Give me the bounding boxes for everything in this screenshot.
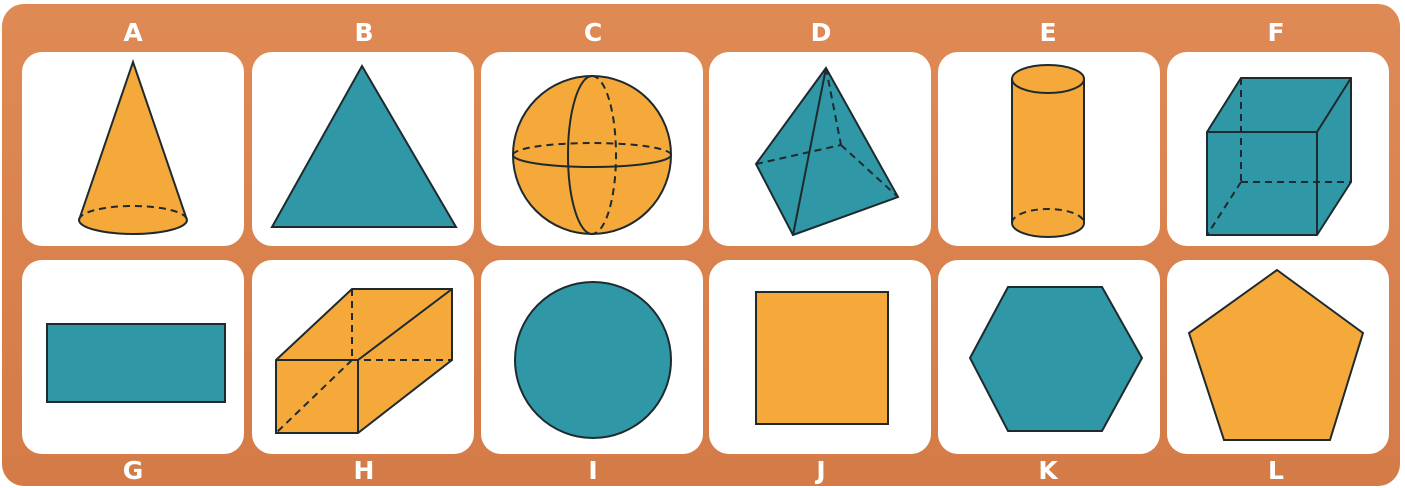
card-i [481, 260, 703, 454]
rectangular-prism-shape [252, 260, 474, 454]
label-i: I [563, 456, 623, 486]
card-d [709, 52, 931, 246]
label-j: J [791, 456, 851, 486]
shape-board: A B C D E F G H I J K L [2, 4, 1400, 486]
label-a: A [103, 18, 163, 48]
label-f: F [1246, 18, 1306, 48]
label-b: B [334, 18, 394, 48]
label-k: K [1018, 456, 1078, 486]
label-h: H [334, 456, 394, 486]
label-c: C [563, 18, 623, 48]
cone-shape [22, 52, 244, 246]
pyramid-shape [709, 52, 931, 246]
triangle-shape [252, 52, 474, 246]
cylinder-shape [938, 52, 1160, 246]
hexagon-shape [938, 260, 1160, 454]
card-h [252, 260, 474, 454]
label-l: L [1246, 456, 1306, 486]
square-shape [709, 260, 931, 454]
pentagon-shape [1167, 260, 1389, 454]
card-j [709, 260, 931, 454]
cube-shape [1167, 52, 1389, 246]
sphere-shape [481, 52, 703, 246]
card-a [22, 52, 244, 246]
card-g [22, 260, 244, 454]
label-g: G [103, 456, 163, 486]
card-c [481, 52, 703, 246]
label-e: E [1018, 18, 1078, 48]
circle-shape [481, 260, 703, 454]
label-d: D [791, 18, 851, 48]
rectangle-shape [22, 260, 244, 454]
card-b [252, 52, 474, 246]
card-k [938, 260, 1160, 454]
card-l [1167, 260, 1389, 454]
card-f [1167, 52, 1389, 246]
card-e [938, 52, 1160, 246]
